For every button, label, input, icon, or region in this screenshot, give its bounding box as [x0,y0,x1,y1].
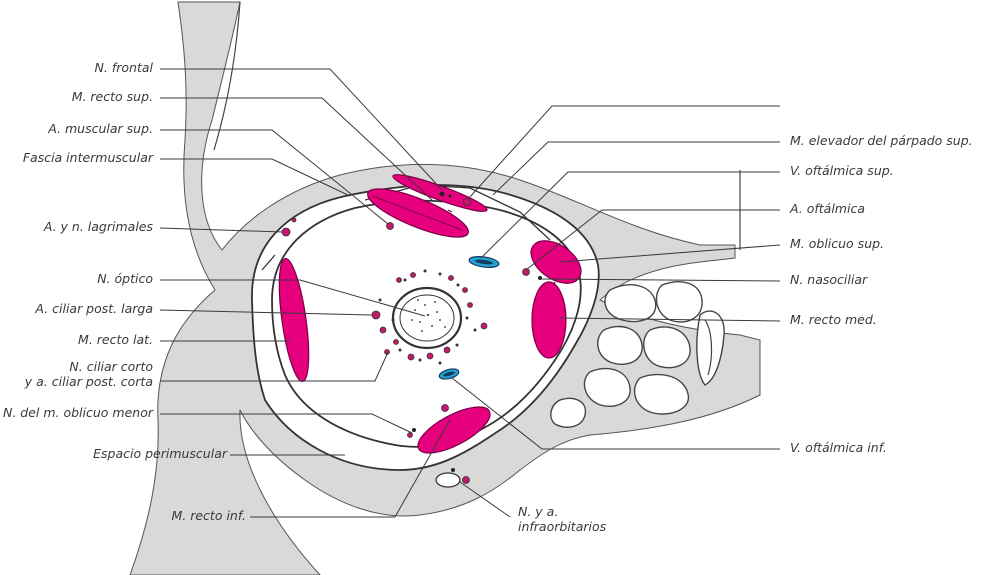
label-n-a-infraorbitarios-line2: infraorbitarios [518,520,606,534]
label-v-oftalmica-inf: V. oftálmica inf. [790,441,887,455]
label-n-m-oblicuo-menor: N. del m. oblicuo menor [3,406,153,420]
infraorbital-canal [436,473,460,487]
label-n-a-infraorbitarios-line1: N. y a. [518,505,558,519]
label-a-ciliar-post-larga: A. ciliar post. larga [35,302,153,316]
label-fascia-intermuscular: Fascia intermuscular [23,151,153,165]
label-n-ciliar-corto-line2: y a. ciliar post. corta [25,375,153,389]
label-n-frontal: N. frontal [95,61,153,75]
label-m-recto-sup: M. recto sup. [72,90,153,104]
label-m-recto-med: M. recto med. [790,313,877,327]
label-m-recto-lat: M. recto lat. [78,333,153,347]
m-recto-med-shape [532,282,566,358]
label-n-nasociliar: N. nasociliar [790,273,867,287]
label-n-ciliar-corto-line1: N. ciliar corto [69,360,153,374]
optic-nerve [393,288,461,348]
label-a-muscular-sup: A. muscular sup. [48,122,153,136]
label-m-oblicuo-sup: M. oblicuo sup. [790,237,884,251]
label-m-elevador: M. elevador del párpado sup. [790,134,973,148]
label-v-oftalmica-sup: V. oftálmica sup. [790,164,894,178]
label-a-n-lagrimales: A. y n. lagrimales [44,220,153,234]
label-m-recto-inf: M. recto inf. [171,509,246,523]
label-espacio-perimuscular: Espacio perimuscular [93,447,227,461]
label-n-optico: N. óptico [97,272,153,286]
label-a-oftalmica: A. oftálmica [790,202,865,216]
